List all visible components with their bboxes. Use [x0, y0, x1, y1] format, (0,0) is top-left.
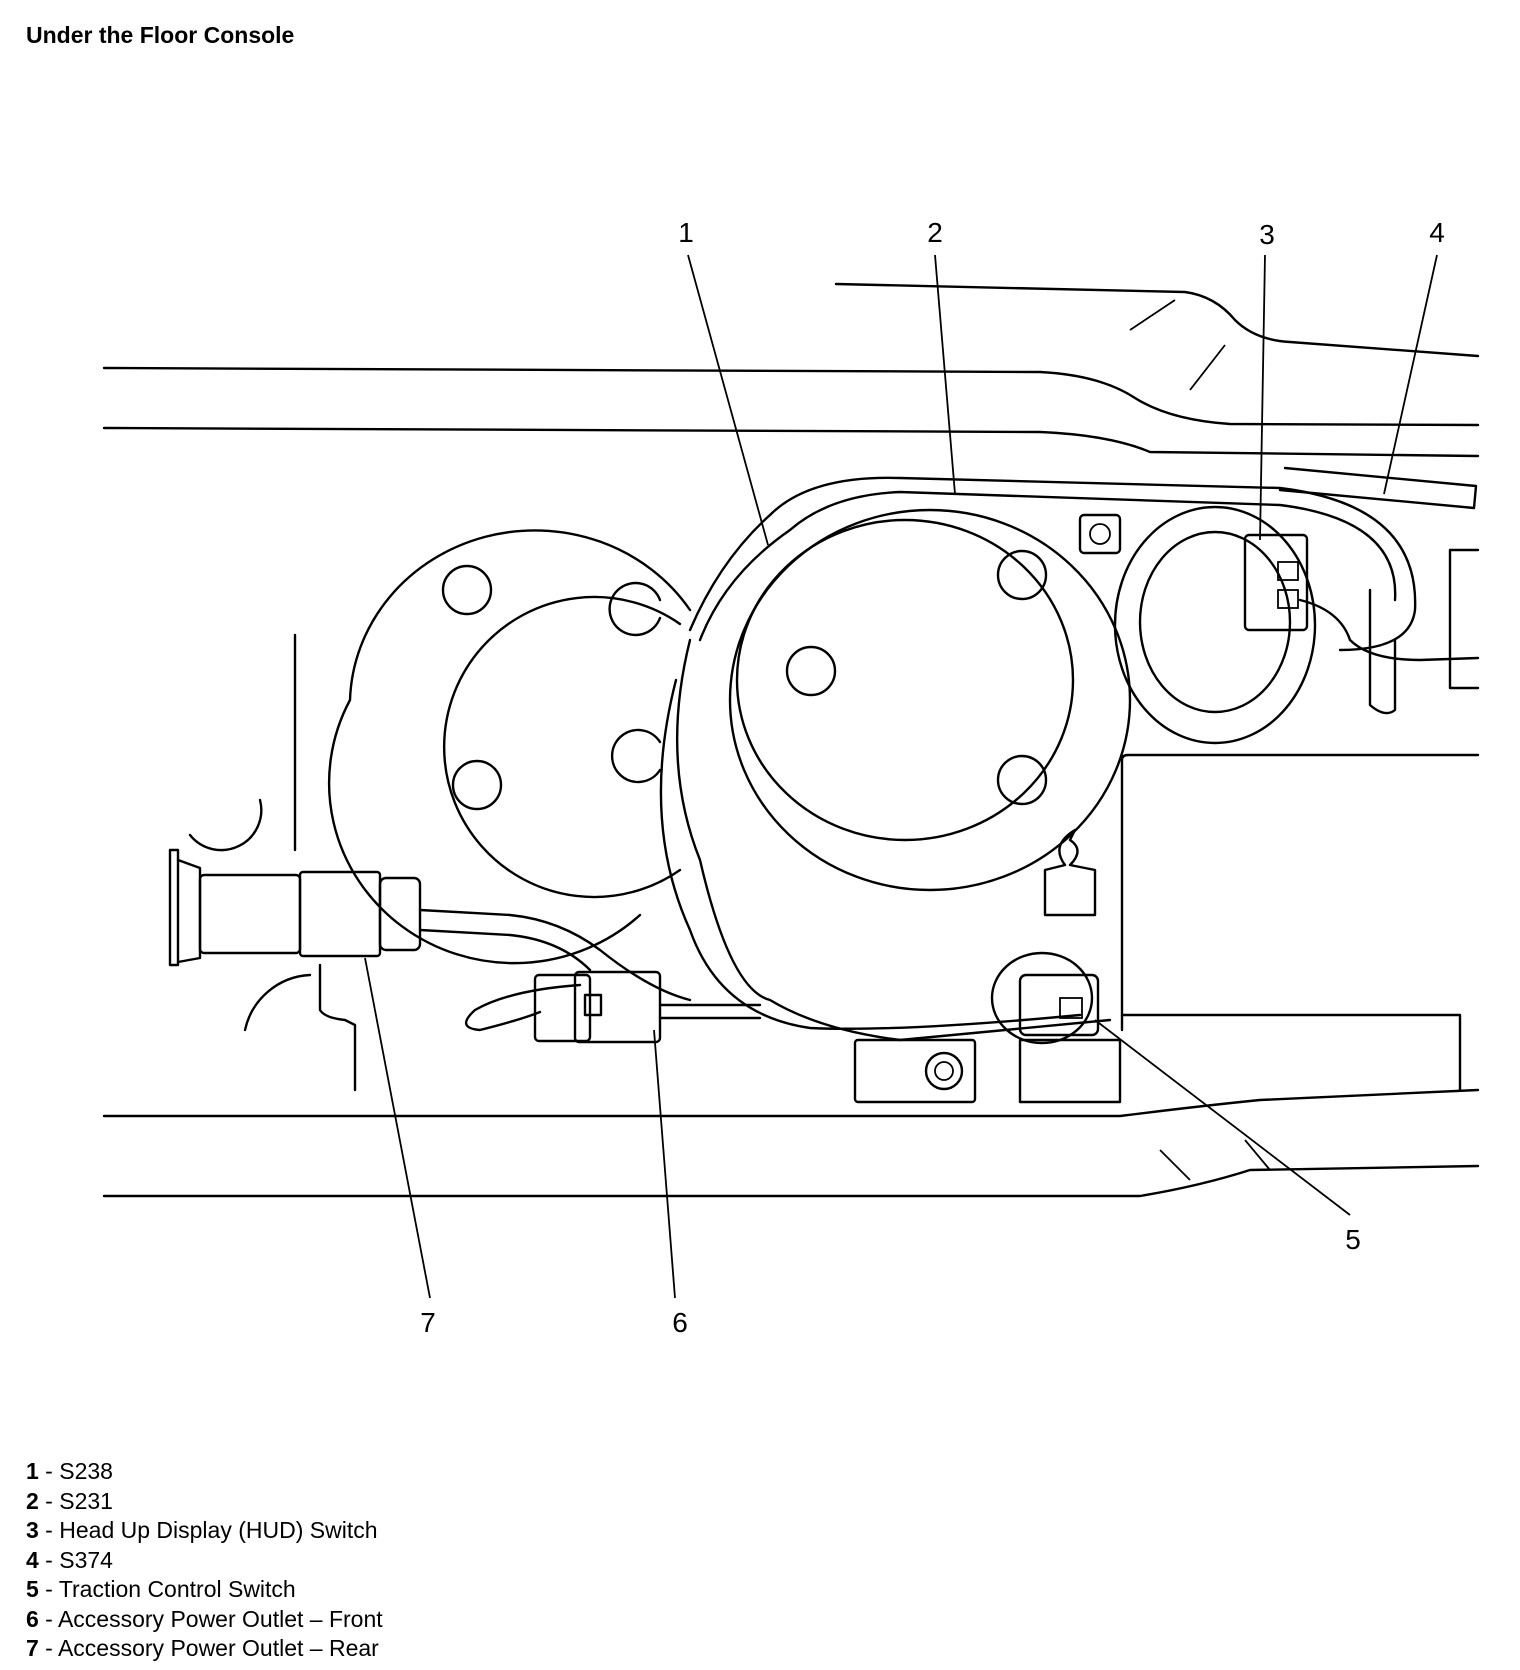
callout-leaders [364, 254, 1438, 1299]
hud-switch-housing [1113, 505, 1480, 745]
legend-item: 2 - S231 [26, 1487, 113, 1514]
legend: 1 - S238 2 - S231 3 - Head Up Display (H… [26, 1457, 383, 1664]
legend-item: 7 - Accessory Power Outlet – Rear [26, 1635, 379, 1661]
legend-item: 3 - Head Up Display (HUD) Switch [26, 1517, 378, 1543]
legend-item: 4 - S374 [26, 1546, 113, 1573]
callout-2: 2 [927, 217, 943, 248]
callout-5: 5 [1345, 1224, 1361, 1255]
diagram-title: Under the Floor Console [26, 22, 295, 48]
center-disc-assembly [728, 508, 1132, 892]
console-frame [102, 282, 1480, 1198]
legend-item: 1 - S238 [26, 1458, 113, 1484]
callout-7: 7 [420, 1307, 436, 1338]
front-power-outlet-connector [533, 970, 662, 1044]
left-disc-assembly [327, 529, 692, 965]
legend-item: 6 - Accessory Power Outlet – Front [26, 1605, 383, 1632]
traction-control-switch [853, 513, 1122, 1104]
callout-6: 6 [672, 1307, 688, 1338]
callout-4: 4 [1429, 217, 1445, 248]
legend-item: 5 - Traction Control Switch [26, 1576, 296, 1602]
callout-3: 3 [1259, 219, 1275, 250]
rear-power-outlet [168, 633, 422, 1092]
wiring-harness [418, 466, 1478, 1042]
callout-1: 1 [678, 217, 694, 248]
